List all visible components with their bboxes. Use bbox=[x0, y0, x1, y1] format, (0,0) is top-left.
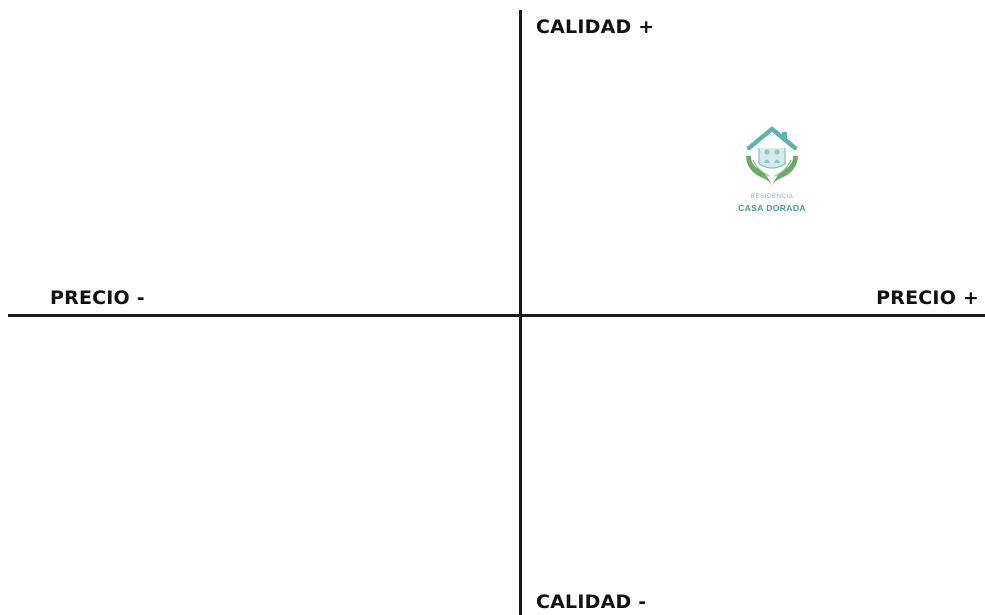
axis-label-price-low: PRECIO - bbox=[50, 287, 145, 309]
price-axis bbox=[8, 314, 985, 317]
axis-label-price-high: PRECIO + bbox=[876, 287, 979, 309]
logo-subtitle: RESIDENCIA bbox=[750, 194, 794, 200]
house-hands-icon bbox=[746, 126, 798, 186]
residencia-casa-dorada-logo: RESIDENCIA CASA DORADA bbox=[716, 126, 828, 218]
quality-axis bbox=[519, 10, 522, 615]
axis-label-quality-low: CALIDAD - bbox=[536, 591, 647, 613]
axis-label-quality-high: CALIDAD + bbox=[536, 16, 655, 38]
logo-name: CASA DORADA bbox=[738, 203, 806, 213]
